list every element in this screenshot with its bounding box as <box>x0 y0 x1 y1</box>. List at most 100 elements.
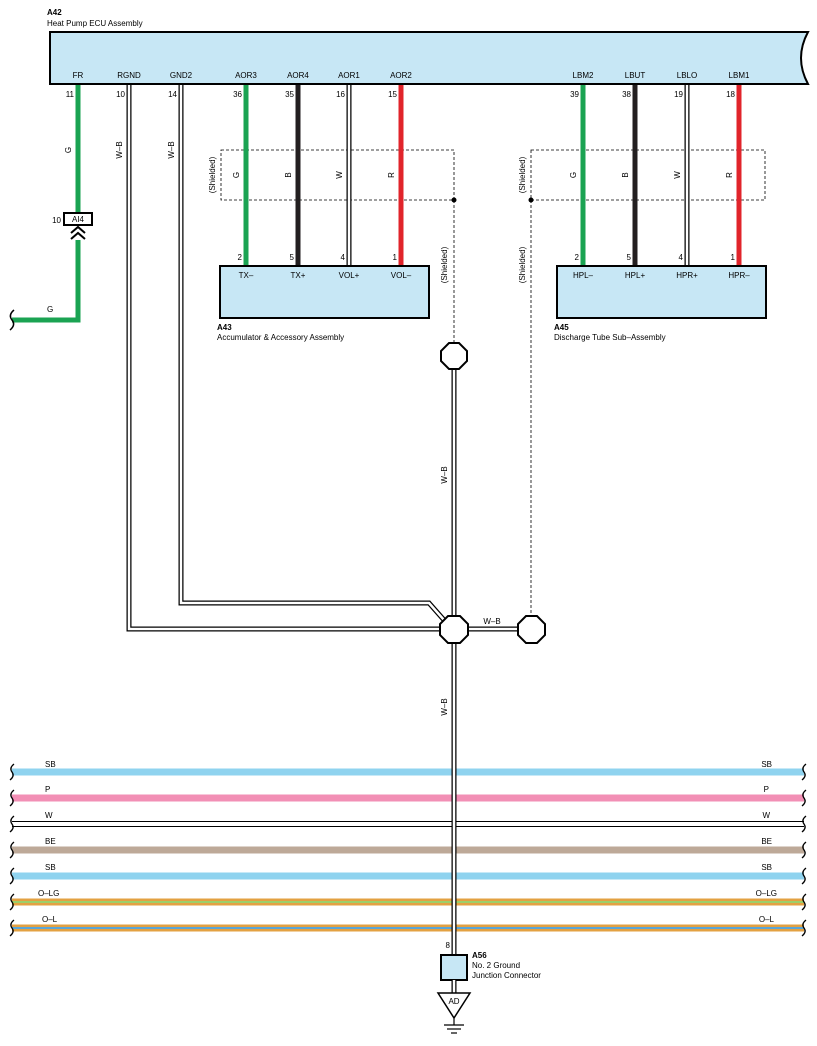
a45-pin-name-4: HPR– <box>728 271 750 280</box>
a45-wire-label-r: R <box>725 172 734 178</box>
bus-break-marks-right <box>801 763 807 937</box>
ecu-pin-name-fr: FR <box>73 71 84 80</box>
a45-pin-name-1: HPL– <box>573 271 594 280</box>
ecu-box <box>49 31 810 85</box>
a43-wire-label-b: B <box>284 172 293 177</box>
a43-wire-label-g: G <box>232 172 241 178</box>
ecu-pin-num-lbut: 38 <box>622 90 631 99</box>
ai4-connector <box>63 212 93 226</box>
a45-box <box>556 265 767 319</box>
bus-label-left: W <box>45 811 53 820</box>
bus-label-left: SB <box>45 760 56 769</box>
trunk-lower-label: W–B <box>440 698 449 715</box>
ecu-pin-name-lblo: LBLO <box>677 71 697 80</box>
ecu-pin-name-lbm2: LBM2 <box>573 71 594 80</box>
bus-line-2: P P <box>12 785 804 802</box>
a43-shield-label: (Shielded) <box>208 156 217 193</box>
a43-pin-num-1: 2 <box>238 253 243 262</box>
a45-pin-num-1: 2 <box>575 253 580 262</box>
a43-pin-num-4: 1 <box>393 253 398 262</box>
a43-pin-name-4: VOL– <box>391 271 412 280</box>
ecu-pin-num-rgnd: 10 <box>116 90 125 99</box>
rgnd-wire-core <box>127 85 444 631</box>
bus-line-4: BE BE <box>12 837 804 854</box>
a43-pin-num-3: 4 <box>341 253 346 262</box>
a56-name-line2: Junction Connector <box>472 971 541 980</box>
rgnd-wire-label: W–B <box>115 141 124 158</box>
a43-wire-label-r: R <box>387 172 396 178</box>
ecu-pin-num-lbm2: 39 <box>570 90 579 99</box>
bus-line-1: SB SB <box>12 760 804 776</box>
ecu-pin-name-rgnd: RGND <box>117 71 141 80</box>
shield-splice-upper <box>440 342 468 370</box>
a56-name-line1: No. 2 Ground <box>472 961 520 970</box>
ecu-id: A42 <box>47 8 62 17</box>
shield-splice-right <box>517 615 546 644</box>
fr-wire-label: G <box>64 147 73 153</box>
a45-shield-label: (Shielded) <box>518 156 527 193</box>
ecu-pin-name-lbm1: LBM1 <box>729 71 750 80</box>
ecu-pin-num-aor3: 36 <box>233 90 242 99</box>
a45-pin-num-2: 5 <box>627 253 632 262</box>
ecu-pin-num-aor4: 35 <box>285 90 294 99</box>
bus-label-right: BE <box>761 837 772 846</box>
ecu-pin-name-aor4: AOR4 <box>287 71 309 80</box>
a45-pin-name-3: HPR+ <box>676 271 698 280</box>
a45-drain-label: (Shielded) <box>518 246 527 283</box>
bus-line-3: W W <box>12 811 804 827</box>
gnd2-wire <box>178 85 446 622</box>
ecu-pin-name-lbut: LBUT <box>625 71 646 80</box>
a45-id: A45 <box>554 323 569 332</box>
a45-wire-label-w: W <box>673 171 682 179</box>
ecu-pin-name-aor1: AOR1 <box>338 71 360 80</box>
ecu-pin-name-aor2: AOR2 <box>390 71 412 80</box>
a45-pin-num-3: 4 <box>679 253 684 262</box>
ai4-pin-num: 10 <box>52 216 61 225</box>
fr-wire-break-icon <box>9 309 15 331</box>
ecu-pin-name-aor3: AOR3 <box>235 71 257 80</box>
bus-line-6: O–LG O–LG <box>12 889 804 906</box>
ai4-connector-id: AI4 <box>72 215 85 224</box>
ai4-chevron-icon <box>70 225 86 240</box>
ground-icon <box>444 1018 464 1034</box>
a56-id: A56 <box>472 951 487 960</box>
a43-id: A43 <box>217 323 232 332</box>
bus-label-right: P <box>764 785 769 794</box>
a45-pin-num-4: 1 <box>731 253 736 262</box>
bus-label-right: SB <box>761 760 772 769</box>
ecu-pin-num-fr: 11 <box>66 90 75 99</box>
bus-label-left: BE <box>45 837 56 846</box>
ecu-name: Heat Pump ECU Assembly <box>47 19 143 28</box>
bus-label-right: SB <box>761 863 772 872</box>
a45-shield-box <box>530 149 766 201</box>
a45-wire-label-b: B <box>621 172 630 177</box>
bus-line-7: O–L O–L <box>12 915 804 932</box>
a43-shield-box <box>220 149 455 201</box>
a56-connector <box>440 954 468 981</box>
bus-label-right: W <box>762 811 770 820</box>
a43-box <box>219 265 430 319</box>
a43-drain-label: (Shielded) <box>440 246 449 283</box>
fr-wire-lower <box>12 240 81 323</box>
ecu-pin-num-gnd2: 14 <box>168 90 177 99</box>
ecu-pin-name-gnd2: GND2 <box>170 71 193 80</box>
gnd2-wire-label: W–B <box>167 141 176 158</box>
a45-pin-name-2: HPL+ <box>625 271 646 280</box>
ground-point-triangle <box>436 992 472 1020</box>
ecu-pin-num-aor2: 15 <box>388 90 397 99</box>
fr-wire-lower-label: G <box>47 305 53 314</box>
a43-name: Accumulator & Accessory Assembly <box>217 333 344 342</box>
bus-label-left: SB <box>45 863 56 872</box>
rgnd-wire <box>126 85 444 632</box>
a43-pin-num-2: 5 <box>290 253 295 262</box>
ecu-pin-num-lbm1: 18 <box>726 90 735 99</box>
a43-pin-name-2: TX+ <box>291 271 306 280</box>
bus-label-left: O–LG <box>38 889 59 898</box>
trunk-upper-label: W–B <box>440 466 449 483</box>
main-splice <box>439 615 469 644</box>
bus-line-5: SB SB <box>12 863 804 880</box>
a45-wire-label-g: G <box>569 172 578 178</box>
a45-name: Discharge Tube Sub–Assembly <box>554 333 666 342</box>
a43-wire-label-w: W <box>335 171 344 179</box>
